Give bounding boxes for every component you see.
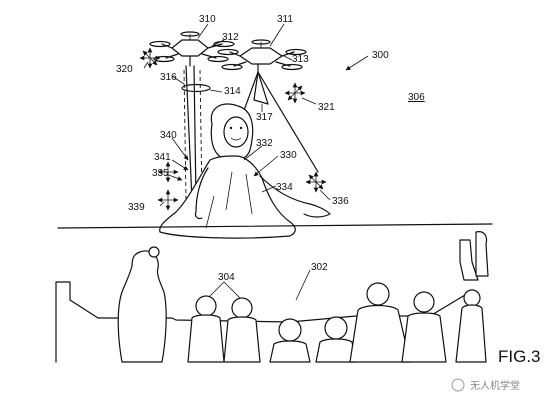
performer-figure [159, 103, 331, 239]
drape-317 [253, 71, 269, 105]
ring-314 [181, 83, 211, 93]
label-321: 321 [318, 102, 335, 113]
label-335: 335 [152, 168, 169, 179]
watermark-icon [451, 378, 465, 392]
stage [57, 223, 493, 229]
label-310: 310 [199, 14, 216, 25]
label-311: 311 [277, 14, 293, 25]
label-339: 339 [128, 202, 145, 213]
label-314: 314 [224, 86, 241, 97]
label-316: 316 [160, 72, 177, 83]
watermark: 无人机学堂 [451, 378, 520, 392]
label-320: 320 [116, 64, 133, 75]
label-341: 341 [154, 152, 171, 163]
reference-labels: 310 311 312 313 316 314 317 320 321 300 … [116, 14, 425, 283]
motion-arrows [139, 47, 327, 211]
label-304: 304 [218, 272, 235, 283]
label-312: 312 [222, 32, 239, 43]
label-300: 300 [372, 50, 389, 61]
label-317: 317 [256, 112, 273, 123]
label-306: 306 [408, 92, 425, 103]
label-302: 302 [311, 262, 328, 273]
label-336: 336 [332, 196, 349, 207]
label-340: 340 [160, 130, 177, 141]
drone-311 [217, 39, 307, 73]
leader-lines [143, 23, 369, 301]
label-330: 330 [280, 150, 297, 161]
drone-310 [149, 31, 235, 67]
watermark-text: 无人机学堂 [470, 379, 520, 392]
audience [55, 231, 489, 363]
label-332: 332 [256, 138, 273, 149]
label-334: 334 [276, 182, 293, 193]
figure-caption: FIG.3 [498, 347, 541, 366]
label-313: 313 [292, 54, 309, 65]
